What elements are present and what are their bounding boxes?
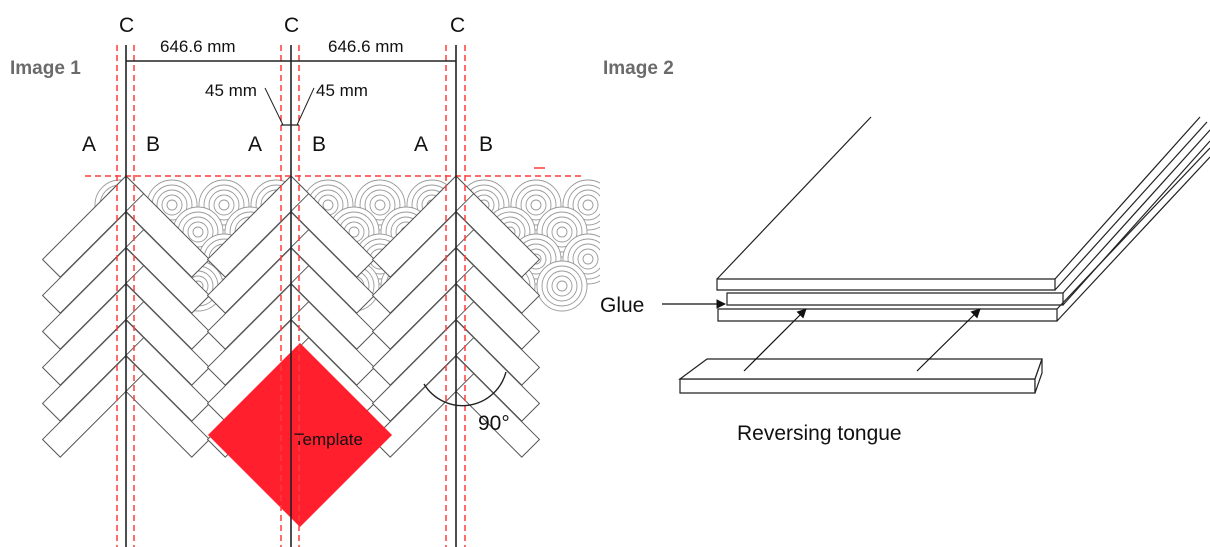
c-label-2: C — [284, 14, 299, 37]
board-layers — [678, 116, 1210, 394]
angle-label: 90° — [478, 412, 510, 435]
scallop-ring — [546, 270, 578, 302]
tongue-front — [679, 378, 1036, 394]
tongue-label: Reversing tongue — [737, 422, 902, 445]
offset-left-label: 45 mm — [205, 81, 257, 100]
template-diamond — [208, 343, 392, 527]
scallop-ring — [556, 226, 568, 238]
offset-leader-left — [264, 87, 284, 126]
scallop-ring — [530, 199, 542, 211]
scallop-ring — [369, 194, 391, 216]
scallop-ring — [322, 199, 334, 211]
dimension-left-label: 646.6 mm — [160, 37, 236, 56]
scallop-ring — [359, 184, 401, 226]
scallop-ring — [156, 189, 188, 221]
top-board-front — [716, 278, 1056, 291]
scallop-ring — [166, 199, 178, 211]
offset-leader-right — [296, 87, 315, 126]
scallop-ring — [348, 226, 360, 238]
image2-title: Image 2 — [603, 58, 674, 79]
image1-title: Image 1 — [10, 58, 81, 79]
zone-label-a3: A — [414, 133, 428, 156]
scallop-ring — [577, 194, 599, 216]
top-board-left-edge — [716, 116, 872, 280]
c-label-3: C — [450, 14, 465, 37]
scallop-ring — [515, 184, 557, 226]
middle-layer-front — [726, 292, 1064, 306]
herringbone-plank — [371, 355, 475, 458]
glue-label: Glue — [600, 294, 644, 317]
scallop-ring — [187, 221, 209, 243]
scallop-ring — [572, 243, 600, 275]
middle-layer-top-edge — [1062, 129, 1210, 294]
scallop-ring — [182, 216, 214, 248]
scallop-ring — [161, 194, 183, 216]
scallop-ring — [536, 260, 588, 312]
c-label-1: C — [119, 14, 134, 37]
scallop-ring — [213, 194, 235, 216]
center-lines — [125, 45, 457, 547]
template-label: Template — [294, 430, 363, 449]
scallop-ring — [572, 189, 600, 221]
zone-label-a2: A — [248, 133, 262, 156]
offset-right-label: 45 mm — [316, 81, 368, 100]
scallop-ring — [582, 199, 594, 211]
dashed-vertical-lines — [116, 45, 466, 547]
herringbone-plank — [41, 355, 145, 458]
scallop-ring — [582, 253, 594, 265]
scallop-ring — [364, 189, 396, 221]
arrow-left — [743, 308, 807, 372]
scallop-ring — [546, 216, 578, 248]
top-board-bottom-edge — [1054, 121, 1208, 291]
bottom-layer-top-edge — [1056, 147, 1210, 310]
scallop-ring — [567, 184, 600, 226]
zone-label-b1: B — [146, 133, 160, 156]
dimension-right-label: 646.6 mm — [328, 37, 404, 56]
scallop-ring — [541, 211, 583, 253]
scallop-ring — [374, 199, 386, 211]
bottom-layer-bottom-edge — [1056, 156, 1210, 322]
scallop-ring — [556, 280, 568, 292]
scallop-ring — [520, 189, 552, 221]
zone-label-a1: A — [82, 133, 96, 156]
scallop-ring — [577, 248, 599, 270]
zone-label-b3: B — [479, 133, 493, 156]
middle-layer-bottom-edge — [1062, 140, 1210, 306]
image1-panel: Image 1 Template C C C — [10, 14, 600, 547]
scallop-ring — [541, 265, 583, 307]
scallop-ring — [218, 199, 230, 211]
top-board-back-edge — [1054, 116, 1201, 280]
scallop-ring — [192, 226, 204, 238]
image2-panel: Image 2 Glue Reversing tongue — [600, 58, 1210, 445]
scallop-ring — [525, 194, 547, 216]
tongue-side — [1034, 358, 1043, 394]
arrow-right — [916, 308, 981, 372]
scallop-ring — [551, 275, 573, 297]
scallop-ring — [208, 189, 240, 221]
scallop-ring — [203, 184, 245, 226]
scallop-ring — [567, 238, 600, 280]
zone-label-b2: B — [312, 133, 326, 156]
tongue-top — [678, 358, 1043, 380]
bottom-layer-front — [717, 308, 1058, 322]
right-angle-arc — [423, 371, 507, 407]
scallop-ring — [551, 221, 573, 243]
